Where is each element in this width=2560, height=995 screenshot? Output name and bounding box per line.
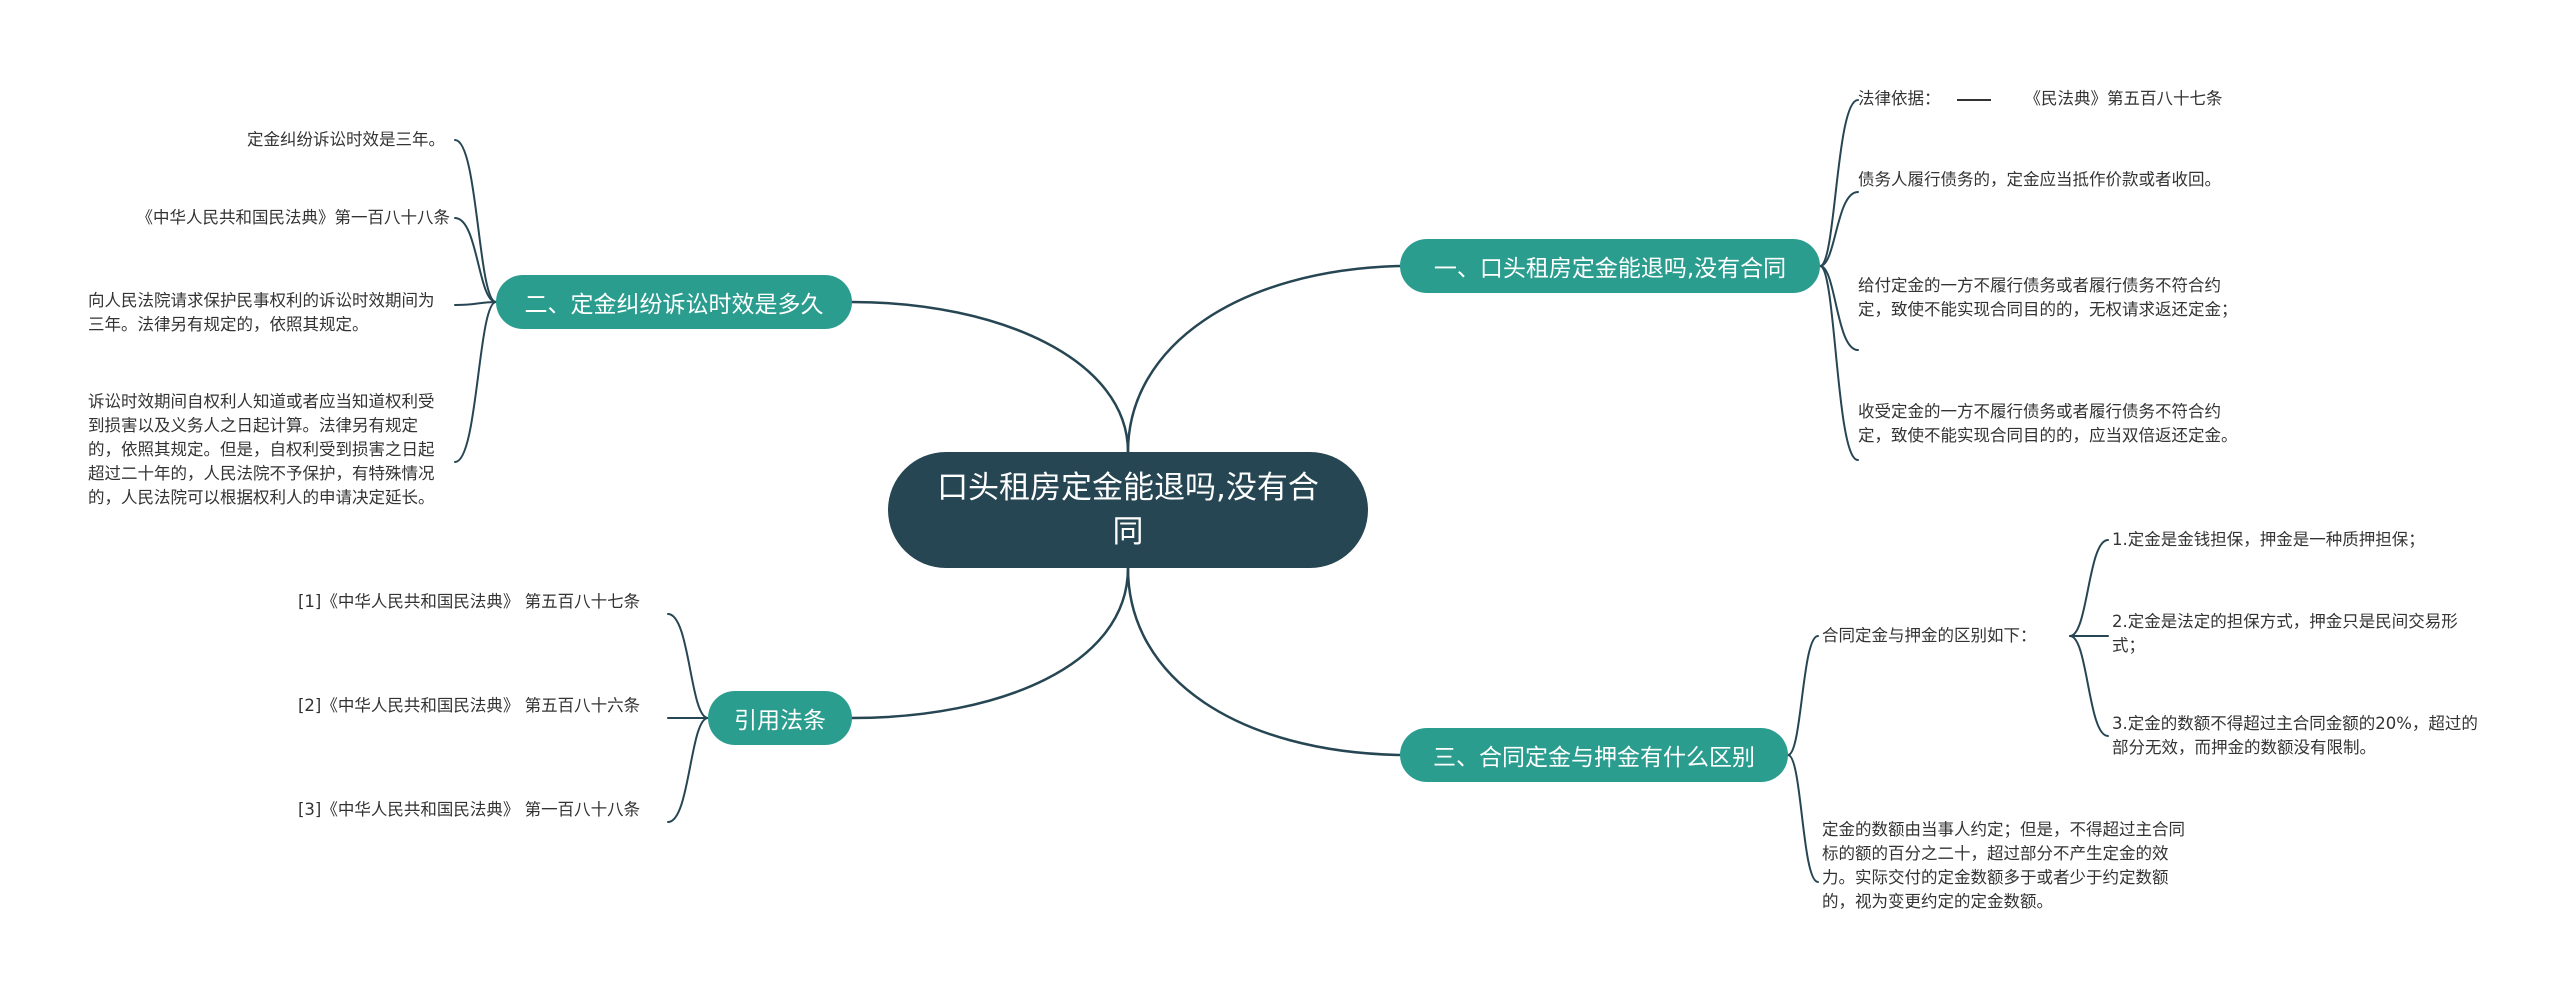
- connector-b1-item4: [1819, 265, 1859, 461]
- b2-item4-text: 诉讼时效期间自权利人知道或者应当知道权利受到损害以及义务人之日起计算。法律另有规…: [88, 392, 435, 507]
- b3-note-text: 定金的数额由当事人约定；但是，不得超过主合同标的额的百分之二十，超过部分不产生定…: [1822, 820, 2185, 911]
- branch-b3[interactable]: 三、合同定金与押金有什么区别: [1400, 728, 1788, 782]
- b1-item1-label: 法律依据：: [1858, 89, 1941, 108]
- b3-sub-item-3: 3.定金的数额不得超过主合同金额的20%，超过的部分无效，而押金的数额没有限制。: [2112, 712, 2487, 760]
- b3-sub-item-1: 1.定金是金钱担保，押金是一种质押担保；: [2112, 528, 2552, 552]
- connector-root-b1: [1126, 264, 1402, 454]
- connector-b3-sub: [1787, 635, 1819, 756]
- root-topic[interactable]: 口头租房定金能退吗,没有合同: [888, 452, 1368, 568]
- b1-item3-text: 给付定金的一方不履行债务或者履行债务不符合约定，致使不能实现合同目的的，无权请求…: [1858, 276, 2238, 319]
- connector-root-b3: [1126, 566, 1402, 757]
- b2-item-2: 《中华人民共和国民法典》第一百八十八条: [60, 206, 451, 230]
- b4-item3-text: [3]《中华人民共和国民法典》 第一百八十八条: [298, 800, 641, 819]
- b2-item2-text: 《中华人民共和国民法典》第一百八十八条: [136, 208, 451, 227]
- connector-b2-item4: [454, 301, 497, 463]
- b4-item2-text: [2]《中华人民共和国民法典》 第五百八十六条: [298, 696, 641, 715]
- b3-sub-topic: 合同定金与押金的区别如下：: [1822, 624, 2082, 648]
- inline-connector-line: [1956, 98, 1991, 101]
- b2-item-4: 诉讼时效期间自权利人知道或者应当知道权利受到损害以及义务人之日起计算。法律另有规…: [88, 390, 450, 510]
- connector-b2-item1: [454, 139, 497, 303]
- b2-item-1: 定金纠纷诉讼时效是三年。: [80, 128, 445, 152]
- connector-b4-item3: [667, 717, 709, 823]
- b4-item-1: [1]《中华人民共和国民法典》 第五百八十七条: [298, 590, 663, 614]
- branch-b1[interactable]: 一、口头租房定金能退吗,没有合同: [1400, 239, 1820, 293]
- b4-item-2: [2]《中华人民共和国民法典》 第五百八十六条: [298, 694, 663, 718]
- connector-sub-item3: [2069, 635, 2109, 737]
- b1-item-3: 给付定金的一方不履行债务或者履行债务不符合约定，致使不能实现合同目的的，无权请求…: [1858, 274, 2238, 322]
- b1-item-legal-basis: 法律依据： 《民法典》第五百八十七条: [1858, 87, 2278, 111]
- b4-item-3: [3]《中华人民共和国民法典》 第一百八十八条: [298, 798, 663, 822]
- b2-item-3: 向人民法院请求保护民事权利的诉讼时效期间为三年。法律另有规定的，依照其规定。: [88, 289, 450, 337]
- b4-item1-text: [1]《中华人民共和国民法典》 第五百八十七条: [298, 592, 641, 611]
- connector-root-b4: [850, 566, 1130, 720]
- connector-b4-item1: [667, 613, 709, 719]
- connector-b3-note: [1787, 754, 1819, 883]
- b1-item4-text: 收受定金的一方不履行债务或者履行债务不符合约定，致使不能实现合同目的的，应当双倍…: [1858, 402, 2238, 445]
- b3-note: 定金的数额由当事人约定；但是，不得超过主合同标的额的百分之二十，超过部分不产生定…: [1822, 818, 2197, 914]
- b1-item2-text: 债务人履行债务的，定金应当抵作价款或者收回。: [1858, 170, 2221, 189]
- connector-b2-item2: [454, 217, 497, 303]
- b3-sub-item2-text: 2.定金是法定的担保方式，押金只是民间交易形式；: [2112, 612, 2458, 655]
- b3-sub-item-2: 2.定金是法定的担保方式，押金只是民间交易形式；: [2112, 610, 2487, 658]
- b1-item-2: 债务人履行债务的，定金应当抵作价款或者收回。: [1858, 168, 2233, 192]
- connector-sub-item1: [2069, 539, 2109, 637]
- b3-sub-text: 合同定金与押金的区别如下：: [1822, 626, 2037, 645]
- branch-b4[interactable]: 引用法条: [708, 691, 852, 745]
- branch-b2[interactable]: 二、定金纠纷诉讼时效是多久: [496, 275, 852, 329]
- branch-b4-title: 引用法条: [734, 708, 826, 734]
- connector-b1-item1: [1819, 99, 1859, 267]
- connector-b1-item2: [1819, 191, 1859, 267]
- b3-sub-item3-text: 3.定金的数额不得超过主合同金额的20%，超过的部分无效，而押金的数额没有限制。: [2112, 714, 2478, 757]
- branch-b3-title: 三、合同定金与押金有什么区别: [1433, 745, 1755, 771]
- connector-root-b2: [850, 300, 1130, 454]
- b1-item-4: 收受定金的一方不履行债务或者履行债务不符合约定，致使不能实现合同目的的，应当双倍…: [1858, 400, 2238, 448]
- connector-b1-item3: [1819, 265, 1859, 351]
- b3-sub-item1-text: 1.定金是金钱担保，押金是一种质押担保；: [2112, 530, 2425, 549]
- root-title: 口头租房定金能退吗,没有合同: [937, 470, 1319, 550]
- b1-item1-detail: 《民法典》第五百八十七条: [2024, 89, 2223, 108]
- b2-item3-text: 向人民法院请求保护民事权利的诉讼时效期间为三年。法律另有规定的，依照其规定。: [88, 291, 435, 334]
- b2-item1-text: 定金纠纷诉讼时效是三年。: [247, 130, 445, 149]
- connector-b2-item3: [454, 301, 497, 306]
- branch-b1-title: 一、口头租房定金能退吗,没有合同: [1433, 256, 1787, 282]
- branch-b2-title: 二、定金纠纷诉讼时效是多久: [524, 292, 824, 318]
